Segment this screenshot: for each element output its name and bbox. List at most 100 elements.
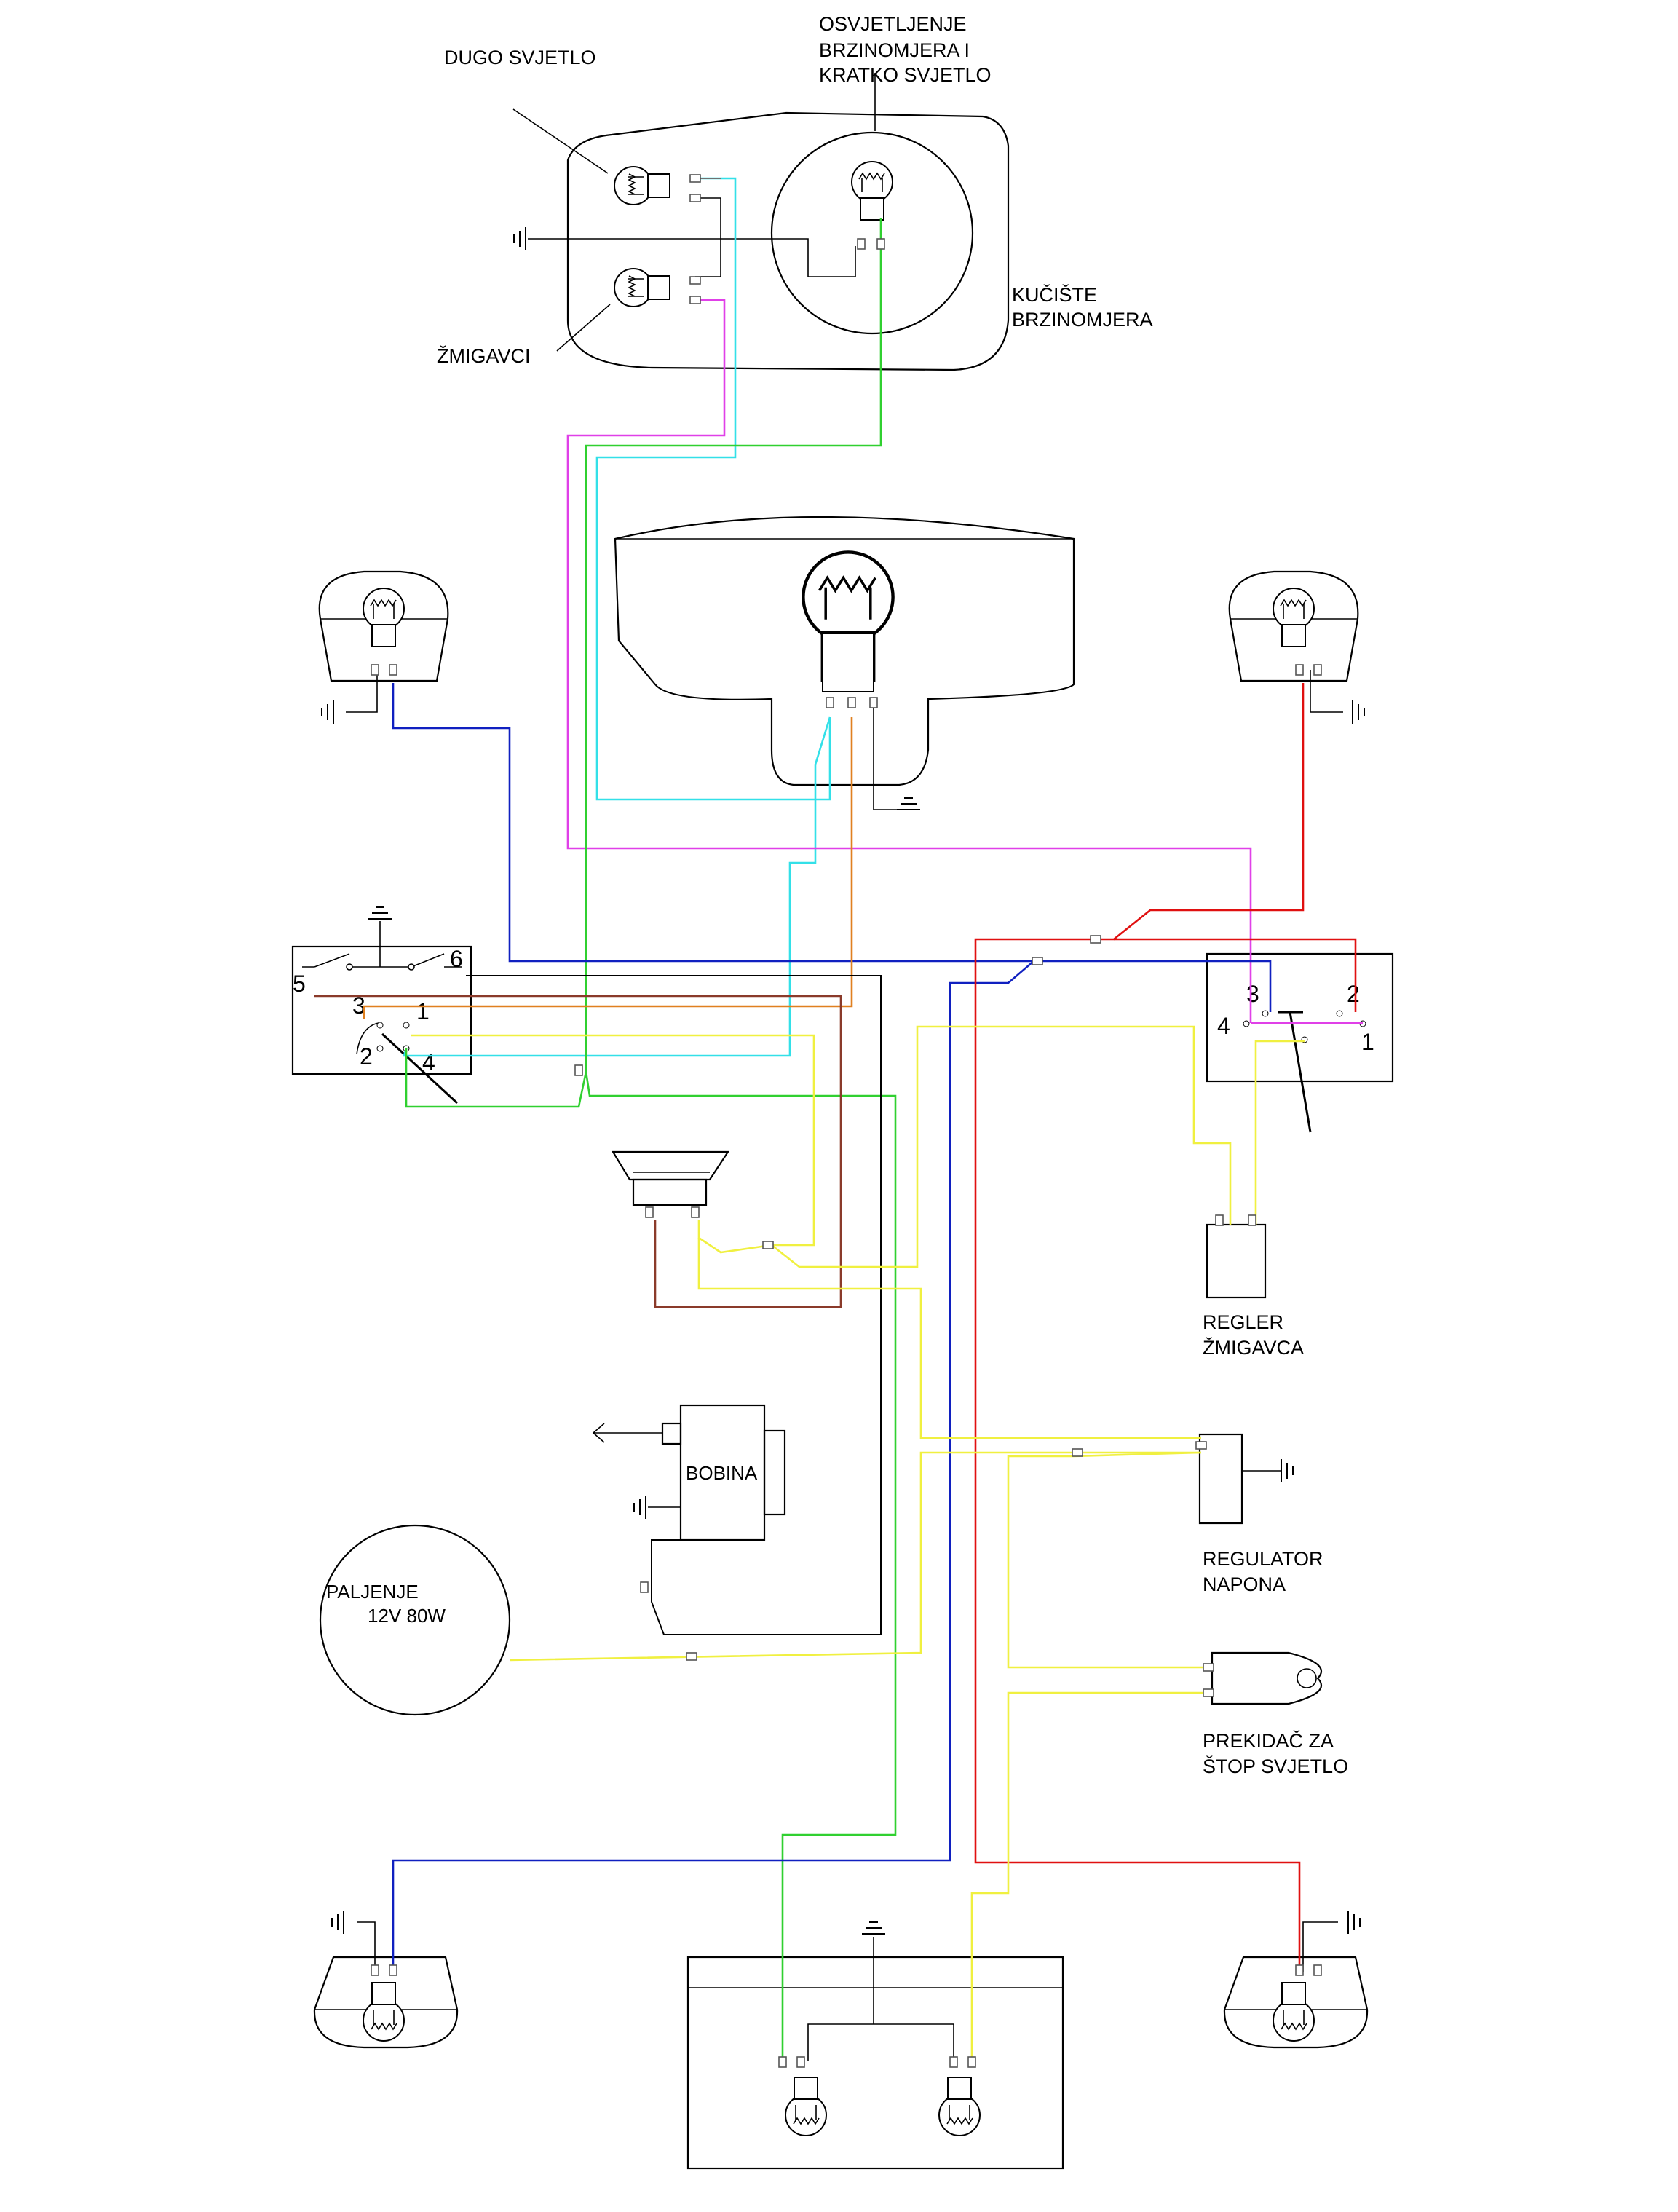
connector-icon	[686, 1652, 697, 1661]
front-right-indicator-bulb	[1273, 588, 1315, 647]
paljenje-label: PALJENJE	[326, 1581, 419, 1603]
switch-pin-5: 5	[293, 971, 306, 997]
brake-light-switch	[1211, 1651, 1323, 1705]
connector-icon	[876, 238, 885, 250]
connector-icon	[689, 194, 701, 202]
wire-yellow-stop	[970, 1691, 1212, 2061]
wires	[314, 177, 1363, 2061]
switch-pin-3: 3	[352, 992, 365, 1019]
connector-icon	[689, 174, 701, 183]
front-right-ground-icon	[1352, 700, 1365, 724]
regulator-ground-icon	[1281, 1458, 1294, 1483]
connectors	[371, 174, 1322, 2068]
indicator-lamp-bulb	[614, 268, 670, 307]
switch-pin-1: 1	[416, 998, 430, 1024]
switch-pin-2: 2	[360, 1043, 373, 1070]
connector-icon	[691, 1206, 700, 1218]
connector-icon	[1195, 1441, 1207, 1450]
connector-icon	[826, 697, 834, 708]
front-left-indicator	[318, 570, 449, 724]
kuciste-label-2: BRZINOMJERA	[1012, 309, 1153, 331]
rear-left-indicator-bulb	[363, 1982, 405, 2042]
connector-icon	[389, 1964, 397, 1976]
coil-ground-icon	[633, 1495, 646, 1520]
light-switch: 5 6 3 1 2 4	[291, 906, 472, 1105]
connector-icon	[640, 1581, 649, 1593]
tail-light	[686, 1921, 1064, 2170]
prekidac-label-2: ŠTOP SVJETLO	[1203, 1755, 1348, 1777]
front-left-indicator-bulb	[363, 588, 405, 647]
connector-icon	[1313, 1964, 1322, 1976]
paljenje-rating-label: 12V 80W	[368, 1605, 446, 1627]
bobina-label: BOBINA	[686, 1462, 758, 1484]
voltage-regulator	[1198, 1433, 1294, 1525]
connector-icon	[796, 2056, 805, 2068]
connector-icon	[847, 697, 856, 708]
rear-left-indicator	[313, 1910, 459, 2049]
prekidac-label-1: PREKIDAČ ZA	[1203, 1729, 1334, 1752]
headlight	[614, 516, 1075, 810]
connector-icon	[574, 1064, 583, 1076]
regler-label-2: ŽMIGAVCA	[1203, 1336, 1304, 1359]
connector-icon	[1215, 1214, 1224, 1226]
dugo-svjetlo-label: DUGO SVJETLO	[444, 47, 596, 68]
high-beam-bulb	[614, 166, 670, 205]
wire-yellow-gen	[509, 1451, 1201, 1662]
connector-icon	[371, 664, 379, 676]
wire-blue	[392, 683, 1272, 1012]
wire-black	[466, 975, 882, 1635]
indicator-switch-pin-3: 3	[1246, 981, 1259, 1007]
speedometer-housing	[512, 73, 1010, 371]
wire-red	[974, 683, 1305, 1972]
housing-ground-icon	[513, 226, 526, 251]
wire-yellow-relay	[771, 1025, 1232, 1268]
switch-pin-4: 4	[422, 1049, 435, 1075]
tail-light-ground-icon	[861, 1921, 886, 1935]
flasher-relay	[1206, 1223, 1267, 1299]
labels: DUGO SVJETLO OSVJETLJENJE BRZINOMJERA I …	[437, 13, 1348, 1777]
headlight-ground-icon	[896, 797, 921, 810]
front-left-ground-icon	[321, 700, 334, 724]
ignition-coil: BOBINA	[592, 1404, 786, 1541]
ignition-generator: PALJENJE 12V 80W	[319, 1524, 511, 1716]
connector-icon	[689, 296, 701, 304]
osvjetljenje-label-1: OSVJETLJENJE	[819, 13, 967, 35]
connector-icon	[869, 697, 878, 708]
connector-icon	[1203, 1663, 1214, 1672]
rear-right-indicator-bulb	[1273, 1982, 1315, 2042]
switch-ground-icon	[368, 906, 392, 920]
connector-icon	[1295, 664, 1304, 676]
wire-red-switch	[1114, 938, 1357, 1012]
connector-icon	[1313, 664, 1322, 676]
connector-icon	[371, 1964, 379, 1976]
wire-cyan	[595, 177, 831, 801]
connector-icon	[1032, 957, 1043, 965]
wire-cyan-switch	[403, 716, 831, 1057]
indicator-switch: 3 2 4 1	[1206, 952, 1394, 1133]
stop-light-bulb-right	[938, 2077, 981, 2136]
wire-brown	[314, 995, 842, 1308]
wire-orange	[363, 717, 853, 1019]
rear-right-ground-icon	[1347, 1910, 1361, 1935]
connector-icon	[778, 2056, 787, 2068]
tail-light-bulb-left	[785, 2077, 827, 2136]
switch-pin-6: 6	[450, 946, 463, 972]
connector-icon	[967, 2056, 976, 2068]
dash-illumination-bulb	[851, 161, 893, 221]
regulator-label-2: NAPONA	[1203, 1573, 1286, 1595]
rear-left-ground-icon	[331, 1910, 344, 1935]
connector-icon	[857, 238, 866, 250]
wire-yellow-horn-2	[697, 1238, 1201, 1439]
connector-icon	[1295, 1964, 1304, 1976]
connector-icon	[1090, 935, 1101, 944]
regulator-label-1: REGULATOR	[1203, 1548, 1323, 1570]
front-right-indicator	[1228, 570, 1365, 724]
wire-green-2	[405, 1048, 897, 2061]
indicator-switch-pin-2: 2	[1347, 981, 1360, 1007]
connector-icon	[389, 664, 397, 676]
osvjetljenje-label-2: BRZINOMJERA I	[819, 39, 970, 61]
zmigavci-label: ŽMIGAVCI	[437, 344, 531, 367]
wire-green	[585, 218, 882, 1072]
connector-icon	[1248, 1214, 1256, 1226]
